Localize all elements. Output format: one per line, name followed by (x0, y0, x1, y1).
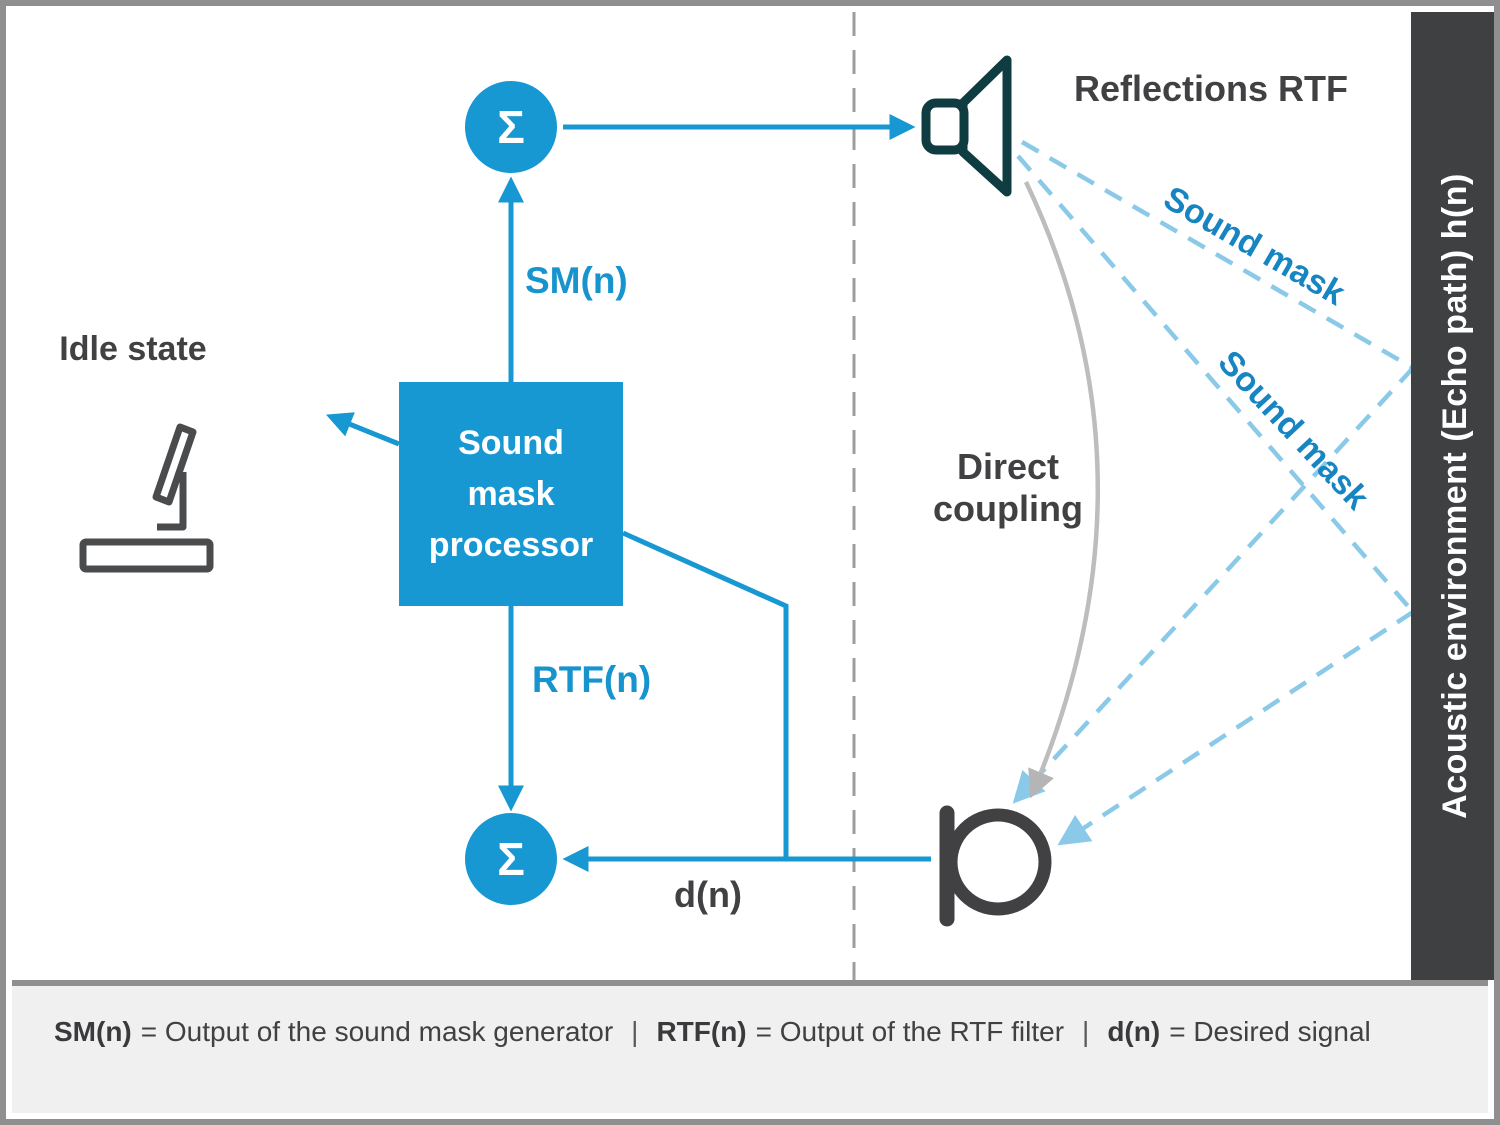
sound-mask-ray-return-1 (1012, 366, 1415, 804)
legend-separator: | (1082, 1015, 1090, 1047)
sound-mask-processor-box (399, 382, 623, 606)
monitor-side-icon (79, 423, 214, 573)
sound-mask-processor-label: Sound mask processor (428, 423, 594, 564)
sum-symbol-top: Σ (497, 101, 525, 153)
processor-to-idle-arrow (325, 412, 400, 447)
legend-definition-d: = Desired signal (1169, 1015, 1371, 1047)
sound-mask-ray-return-2 (1057, 610, 1415, 846)
sum-symbol-bottom: Σ (497, 833, 525, 885)
legend-term-d: d(n) (1107, 1015, 1161, 1047)
signal-lines (325, 114, 931, 872)
legend-definition-rtf: = Output of the RTF filter (755, 1015, 1065, 1047)
direct-coupling-curve (1023, 181, 1100, 799)
acoustic-environment-wall: Acoustic environment (Echo path) h(n) (1411, 12, 1494, 980)
legend-row: SM(n) = Output of the sound mask generat… (54, 1016, 1371, 1048)
idle-state-label: Idle state (59, 330, 207, 368)
rtf-signal-label: RTF(n) (532, 659, 652, 700)
sound-mask-ray-out-2 (1016, 154, 1415, 614)
reflections-rtf-label: Reflections RTF (1073, 68, 1349, 109)
legend-separator: | (631, 1015, 639, 1047)
diagram-artwork (79, 12, 1415, 980)
sound-mask-ray-out-1 (1020, 140, 1415, 370)
sum-node-top-circle (465, 81, 557, 173)
sum-node-bottom-circle (465, 813, 557, 905)
microphone-icon (939, 805, 1052, 927)
legend-definition-sm: = Output of the sound mask generator (140, 1015, 614, 1047)
sound-mask-rays (1012, 140, 1415, 846)
speaker-icon (921, 55, 1012, 197)
desired-signal-label: d(n) (674, 874, 742, 915)
direct-coupling-label: Direct coupling (933, 446, 1083, 529)
sm-signal-label: SM(n) (525, 260, 628, 301)
legend-term-rtf: RTF(n) (656, 1015, 747, 1047)
processor-to-d-line (621, 530, 789, 857)
acoustic-environment-label: Acoustic environment (Echo path) h(n) (1436, 173, 1474, 819)
legend-term-sm: SM(n) (54, 1015, 132, 1047)
legend-bar: SM(n) = Output of the sound mask generat… (12, 980, 1488, 1113)
